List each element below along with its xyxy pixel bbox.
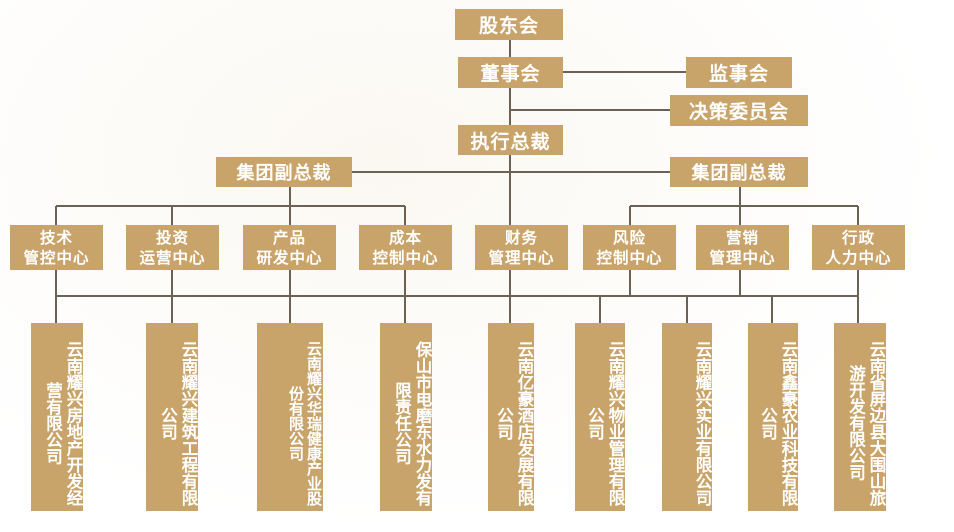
- dept-tech-control: 技术 管控中心: [10, 225, 103, 270]
- vice-president-right-box: 集团副总裁: [670, 157, 808, 187]
- company-yaoxing-huarui-health: 云南耀兴华瑞健康产业股份有限公司: [257, 323, 323, 511]
- company-yaoxing-real-estate: 云南耀兴房地产开发经营有限公司: [31, 323, 83, 511]
- dept-investment-operations: 投资 运营中心: [126, 225, 219, 270]
- decision-committee-box: 决策委员会: [670, 95, 808, 126]
- company-baoshan-hydropower: 保山市电磨东水力发有限责任公司: [380, 323, 432, 511]
- company-yaoxing-construction: 云南耀兴建筑工程有限公司: [146, 323, 198, 511]
- executive-president-box: 执行总裁: [458, 125, 563, 155]
- board-box: 董事会: [458, 57, 563, 88]
- dept-risk-control: 风险 控制中心: [583, 225, 676, 270]
- company-yihao-hotel: 云南亿豪酒店发展有限公司: [488, 323, 534, 511]
- dept-cost-control: 成本 控制中心: [359, 225, 452, 270]
- shareholders-box: 股东会: [455, 9, 563, 40]
- dept-admin-hr: 行政 人力中心: [812, 225, 905, 270]
- company-xinhao-agriculture: 云南鑫豪农业科技有限公司: [748, 323, 798, 511]
- company-yaoxing-property: 云南耀兴物业管理有限公司: [575, 323, 625, 511]
- company-dawei-mountain-tourism: 云南省屏边县大围山旅游开发有限公司: [834, 323, 886, 511]
- dept-finance-management: 财务 管理中心: [475, 225, 568, 270]
- supervisors-box: 监事会: [686, 57, 792, 88]
- company-yaoxing-industrial: 云南耀兴实业有限公司: [662, 323, 712, 511]
- vice-president-left-box: 集团副总裁: [216, 157, 352, 187]
- dept-product-rd: 产品 研发中心: [243, 225, 336, 270]
- dept-marketing-management: 营销 管理中心: [696, 225, 789, 270]
